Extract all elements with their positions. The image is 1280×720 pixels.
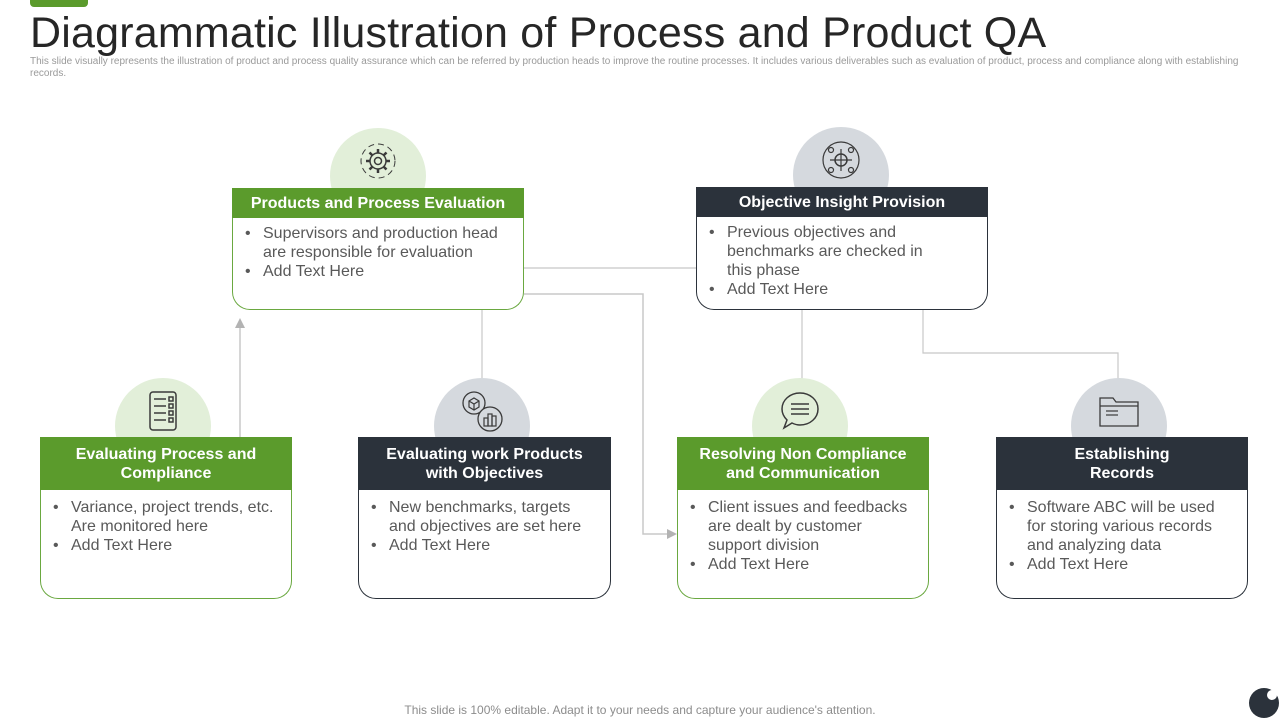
- card-products-process-evaluation: Products and Process Evaluation Supervis…: [232, 188, 524, 310]
- bullet-item: Supervisors and production head are resp…: [245, 224, 511, 262]
- card-body: New benchmarks, targets and objectives a…: [358, 490, 611, 599]
- bullet-item: Add Text Here: [1009, 555, 1235, 574]
- card-objective-insight-provision: Objective Insight Provision Previous obj…: [696, 187, 988, 310]
- bullet-item: Add Text Here: [245, 262, 511, 281]
- target-icon: [822, 141, 860, 179]
- corner-decoration: [1249, 688, 1279, 718]
- bullet-item: Previous objectives and benchmarks are c…: [709, 223, 927, 280]
- bullet-list: Client issues and feedbacks are dealt by…: [690, 498, 916, 574]
- card-title: Evaluating work Products with Objectives: [358, 437, 611, 490]
- card-body: Supervisors and production head are resp…: [232, 218, 524, 310]
- bullet-list: Software ABC will be used for storing va…: [1009, 498, 1235, 574]
- card-body: Previous objectives and benchmarks are c…: [696, 217, 988, 310]
- bullet-item: New benchmarks, targets and objectives a…: [371, 498, 598, 536]
- connector-eval-to-resolving: [523, 293, 677, 539]
- card-body: Client issues and feedbacks are dealt by…: [677, 490, 929, 599]
- card-title: Establishing Records: [996, 437, 1248, 490]
- accent-bar: [30, 0, 88, 7]
- footer-note: This slide is 100% editable. Adapt it to…: [404, 703, 876, 717]
- chat-icon: [781, 392, 819, 430]
- bullet-item: Client issues and feedbacks are dealt by…: [690, 498, 916, 555]
- bullet-item: Software ABC will be used for storing va…: [1009, 498, 1235, 555]
- bullet-list: Variance, project trends, etc. Are monit…: [53, 498, 279, 555]
- bullet-list: New benchmarks, targets and objectives a…: [371, 498, 598, 555]
- page-title: Diagrammatic Illustration of Process and…: [30, 9, 1047, 57]
- bullet-item: Add Text Here: [690, 555, 916, 574]
- card-evaluating-process-compliance: Evaluating Process and Compliance Varian…: [40, 437, 292, 599]
- card-title: Evaluating Process and Compliance: [40, 437, 292, 490]
- products-icon: [462, 391, 503, 432]
- card-establishing-records: Establishing Records Software ABC will b…: [996, 437, 1248, 599]
- card-body: Software ABC will be used for storing va…: [996, 490, 1248, 599]
- bullet-list: Supervisors and production head are resp…: [245, 224, 511, 281]
- card-title: Objective Insight Provision: [696, 187, 988, 217]
- card-title: Resolving Non Compliance and Communicati…: [677, 437, 929, 490]
- bullet-list: Previous objectives and benchmarks are c…: [709, 223, 927, 299]
- connector-insight-to-records: [922, 310, 1119, 380]
- gear-icon: [360, 143, 396, 179]
- card-resolving-non-compliance: Resolving Non Compliance and Communicati…: [677, 437, 929, 599]
- card-title: Products and Process Evaluation: [232, 188, 524, 218]
- checklist-icon: [149, 391, 177, 431]
- bullet-item: Add Text Here: [53, 536, 279, 555]
- card-evaluating-work-products: Evaluating work Products with Objectives…: [358, 437, 611, 599]
- card-body: Variance, project trends, etc. Are monit…: [40, 490, 292, 599]
- folder-icon: [1099, 397, 1139, 427]
- page-subtitle: This slide visually represents the illus…: [30, 56, 1239, 79]
- bullet-item: Variance, project trends, etc. Are monit…: [53, 498, 279, 536]
- bullet-item: Add Text Here: [709, 280, 927, 299]
- bullet-item: Add Text Here: [371, 536, 598, 555]
